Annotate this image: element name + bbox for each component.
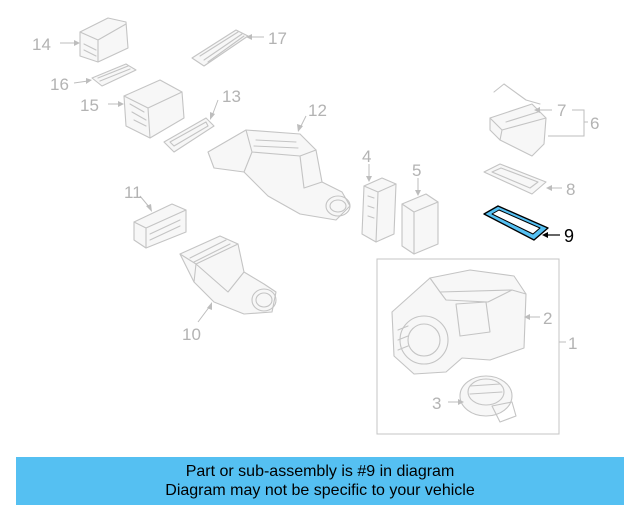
callout-12: 12 bbox=[308, 101, 327, 120]
part-8-gasket bbox=[483, 163, 547, 195]
callout-8: 8 bbox=[566, 180, 575, 199]
callout-3: 3 bbox=[432, 394, 441, 413]
banner-line-disclaimer: Diagram may not be specific to your vehi… bbox=[165, 482, 475, 499]
part-5-filter-box bbox=[401, 193, 439, 255]
callout-5: 5 bbox=[412, 161, 421, 180]
callout-13: 13 bbox=[222, 87, 241, 106]
part-6-housing bbox=[489, 83, 547, 157]
callout-7: 7 bbox=[557, 101, 566, 120]
part-12-duct bbox=[207, 129, 351, 221]
part-17-filter bbox=[191, 29, 249, 67]
part-14-duct bbox=[79, 17, 129, 63]
exploded-parts-diagram: 14 16 15 17 13 bbox=[32, 17, 599, 435]
part-16-grille bbox=[91, 63, 137, 87]
callout-4: 4 bbox=[362, 147, 371, 166]
callout-2: 2 bbox=[543, 309, 552, 328]
callout-14: 14 bbox=[32, 35, 51, 54]
part-3-blower-motor bbox=[459, 375, 517, 423]
part-15-duct bbox=[123, 79, 185, 139]
part-2-blower-housing bbox=[391, 269, 527, 375]
callout-10: 10 bbox=[182, 325, 201, 344]
part-4-module bbox=[361, 177, 397, 243]
callout-11: 11 bbox=[124, 183, 142, 202]
callout-16: 16 bbox=[50, 75, 69, 94]
assembly-frame bbox=[376, 258, 560, 435]
callout-6: 6 bbox=[590, 114, 599, 133]
callout-15: 15 bbox=[80, 96, 99, 115]
part-11-vent bbox=[133, 203, 187, 249]
callout-17: 17 bbox=[268, 29, 287, 48]
info-banner: Part or sub-assembly is #9 in diagram Di… bbox=[16, 457, 624, 505]
part-10-duct bbox=[179, 235, 277, 315]
callout-1: 1 bbox=[568, 334, 577, 353]
part-9-gasket-highlighted[interactable] bbox=[483, 205, 549, 241]
part-13-gasket bbox=[163, 117, 215, 153]
callout-9[interactable]: 9 bbox=[564, 226, 574, 246]
banner-line-part: Part or sub-assembly is #9 in diagram bbox=[185, 463, 455, 480]
